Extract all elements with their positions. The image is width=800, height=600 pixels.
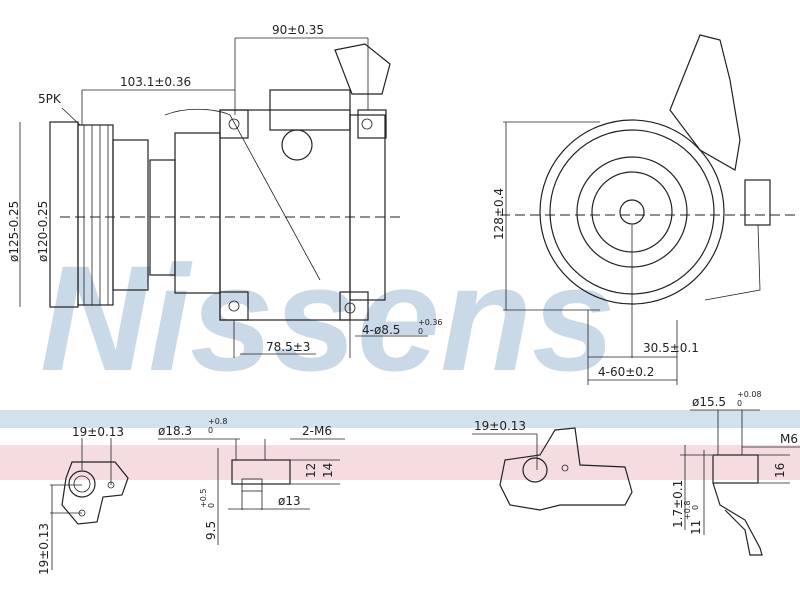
dim-bore-left: ø18.3: [158, 424, 192, 438]
height-right-tol: +0.8: [683, 501, 692, 520]
dim-pitch-h-right: 19±0.13: [474, 419, 526, 433]
dim-thread-right: M6: [780, 432, 798, 446]
dim-pitch-v-left: 19±0.13: [37, 523, 51, 575]
side-view: 90±0.35 103.1±0.36 5PK ø125-0.25 ø120-0.…: [7, 23, 443, 358]
dim-depth-right: 16: [773, 463, 787, 478]
dim-spacing: 4-60±0.2: [598, 365, 654, 379]
bore-right-tol: +0.08: [737, 390, 762, 399]
bore-left-tol-low: 0: [208, 426, 213, 435]
dim-pulley-outer: ø125-0.25: [7, 201, 21, 262]
front-view: 128±0.4 30.5±0.1 4-60±0.2: [492, 34, 800, 385]
bore-left-tol: +0.8: [208, 417, 227, 426]
dim-offset: 30.5±0.1: [643, 341, 699, 355]
dim-mount-holes: 4-ø8.5: [362, 323, 400, 337]
mount-holes-tol: +0.36: [418, 318, 443, 327]
dim-step-right: 1.7±0.1: [671, 480, 685, 528]
dim-inner-dia-left: ø13: [278, 494, 301, 508]
dim-length: 103.1±0.36: [120, 75, 191, 89]
port-right-detail: 19±0.13 ø15.5 +0.08 0 M6 16 1.7±0.1 11 +…: [472, 390, 800, 556]
dim-depth2-left: 14: [321, 463, 335, 478]
dim-belt: 5PK: [38, 92, 62, 106]
dim-height: 128±0.4: [492, 188, 506, 240]
height-left-tol: +0.5: [199, 489, 208, 508]
dim-mount-spacing: 78.5±3: [266, 340, 310, 354]
band-blue: [0, 410, 800, 428]
dim-width-top: 90±0.35: [272, 23, 324, 37]
clutch: [112, 139, 149, 291]
valve-connector: [669, 34, 741, 171]
height-right-tol-low: 0: [691, 505, 700, 510]
height-left-tol-low: 0: [207, 503, 216, 508]
band-pink: [0, 445, 800, 480]
bore-right-tol-low: 0: [737, 399, 742, 408]
dim-bore-right: ø15.5: [692, 395, 726, 409]
connector: [334, 43, 391, 95]
port-left-detail: 19±0.13 19±0.13 ø18.3 +0.8 0 2-M6 12 14 …: [37, 417, 345, 575]
dim-height-right: 11: [689, 520, 703, 535]
watermark-logo: Nissens: [40, 234, 615, 402]
dim-depth1-left: 12: [304, 463, 318, 478]
dim-height-left: 9.5: [204, 521, 218, 540]
dim-pitch-h-left: 19±0.13: [72, 425, 124, 439]
dim-pulley-inner: ø120-0.25: [36, 201, 50, 262]
dim-thread-left: 2-M6: [302, 424, 332, 438]
mount-holes-tol-low: 0: [418, 327, 423, 336]
